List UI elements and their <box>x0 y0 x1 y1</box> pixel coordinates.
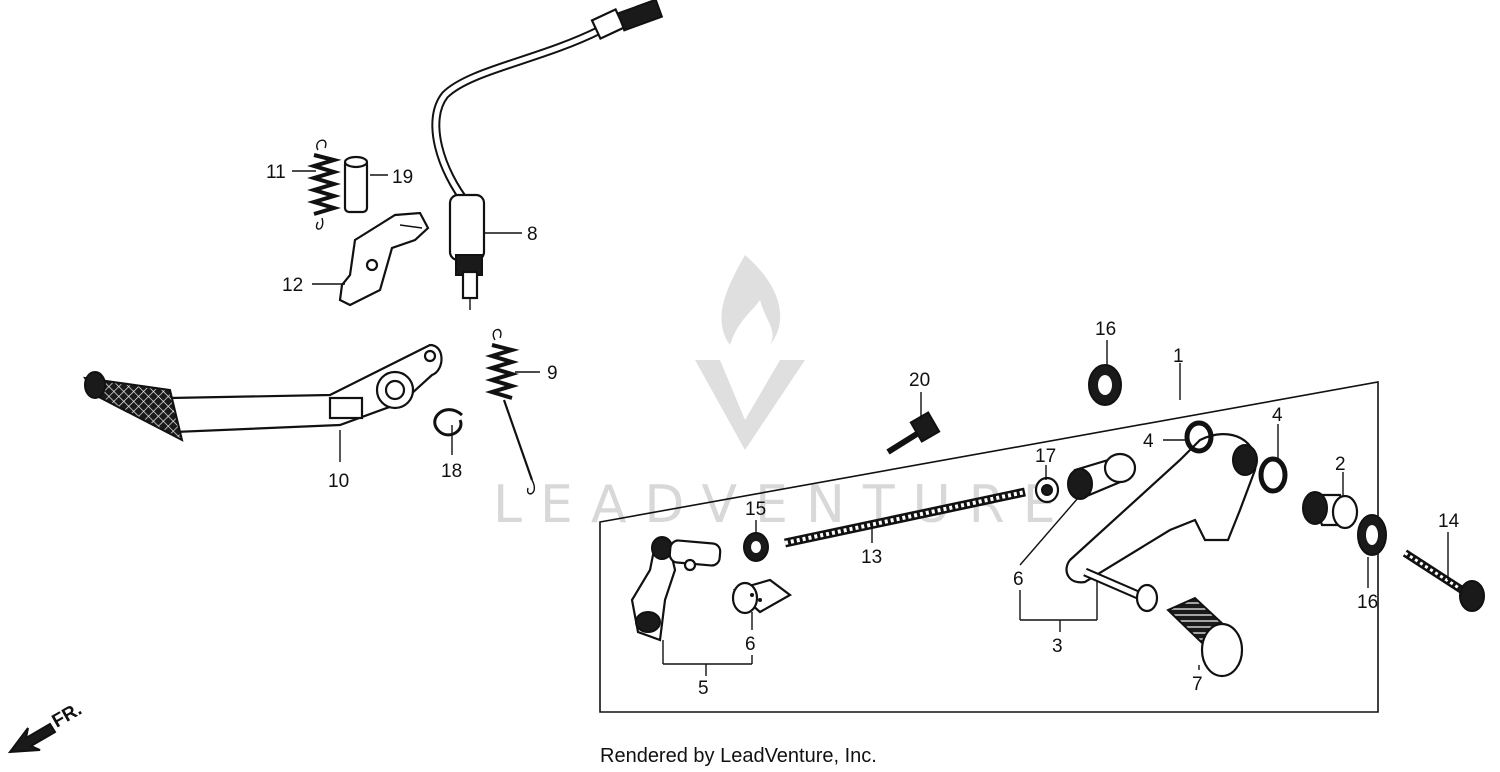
fr-label: FR. <box>49 699 86 732</box>
callout-14: 14 <box>1438 511 1460 532</box>
callout-4-left: 4 <box>1143 431 1154 452</box>
callout-labels: 1 2 3 4 4 5 6 6 7 8 9 10 11 12 13 14 15 … <box>266 162 1460 699</box>
washer-part-16-right <box>1357 514 1387 556</box>
clip-part-18 <box>433 408 463 437</box>
rendered-by-credit: Rendered by LeadVenture, Inc. <box>600 745 877 767</box>
bracket-part-12 <box>338 211 430 307</box>
rod-end-part-6-right <box>1067 452 1137 500</box>
callout-13: 13 <box>861 547 882 568</box>
shift-arm-part-5 <box>630 536 722 642</box>
callout-4-right: 4 <box>1272 405 1283 426</box>
watermark-text: LEADVENTURE <box>493 475 1074 535</box>
nut-part-17 <box>1034 476 1060 504</box>
collar-part-2 <box>1302 491 1359 530</box>
washer-part-4-left <box>1184 420 1214 454</box>
watermark-logo: LEADVENTURE <box>493 255 1074 535</box>
bolt-part-20 <box>886 411 941 455</box>
callout-9: 9 <box>547 363 558 384</box>
pedal-rubber-part-7 <box>1166 596 1244 678</box>
callout-15: 15 <box>745 499 766 520</box>
brake-switch-part <box>431 0 664 310</box>
spring-part-9 <box>485 328 536 495</box>
rod-part-13 <box>784 487 1026 548</box>
spring-part-11 <box>307 139 342 230</box>
callout-5: 5 <box>698 678 709 699</box>
callout-3: 3 <box>1052 636 1063 657</box>
callout-1: 1 <box>1173 346 1184 367</box>
rod-end-part-6-left <box>731 578 793 615</box>
callout-16-top: 16 <box>1095 319 1116 340</box>
shift-pedal-part-3 <box>1065 433 1258 613</box>
callout-2: 2 <box>1335 454 1346 475</box>
nut-part-15 <box>743 532 769 562</box>
callout-19: 19 <box>392 167 413 188</box>
leader-lines <box>292 170 1449 676</box>
brake-pedal-part-10 <box>83 343 443 442</box>
callout-6-right: 6 <box>1013 569 1024 590</box>
callout-10: 10 <box>328 471 349 492</box>
front-direction-arrow: FR. <box>7 699 86 754</box>
callout-8: 8 <box>527 224 538 245</box>
callout-11: 11 <box>266 162 286 183</box>
washer-part-16-top <box>1088 364 1122 406</box>
callout-17: 17 <box>1035 446 1056 467</box>
callout-18: 18 <box>441 461 462 482</box>
bolt-part-14 <box>1402 549 1485 612</box>
callout-20: 20 <box>909 370 930 391</box>
callout-6-left: 6 <box>745 634 756 655</box>
assembly-frame <box>599 381 1379 713</box>
callout-12: 12 <box>282 275 303 296</box>
callout-16-right: 16 <box>1357 592 1378 613</box>
callout-7: 7 <box>1192 674 1203 695</box>
collar-part-19 <box>343 155 369 214</box>
washer-part-4-right <box>1258 456 1288 494</box>
